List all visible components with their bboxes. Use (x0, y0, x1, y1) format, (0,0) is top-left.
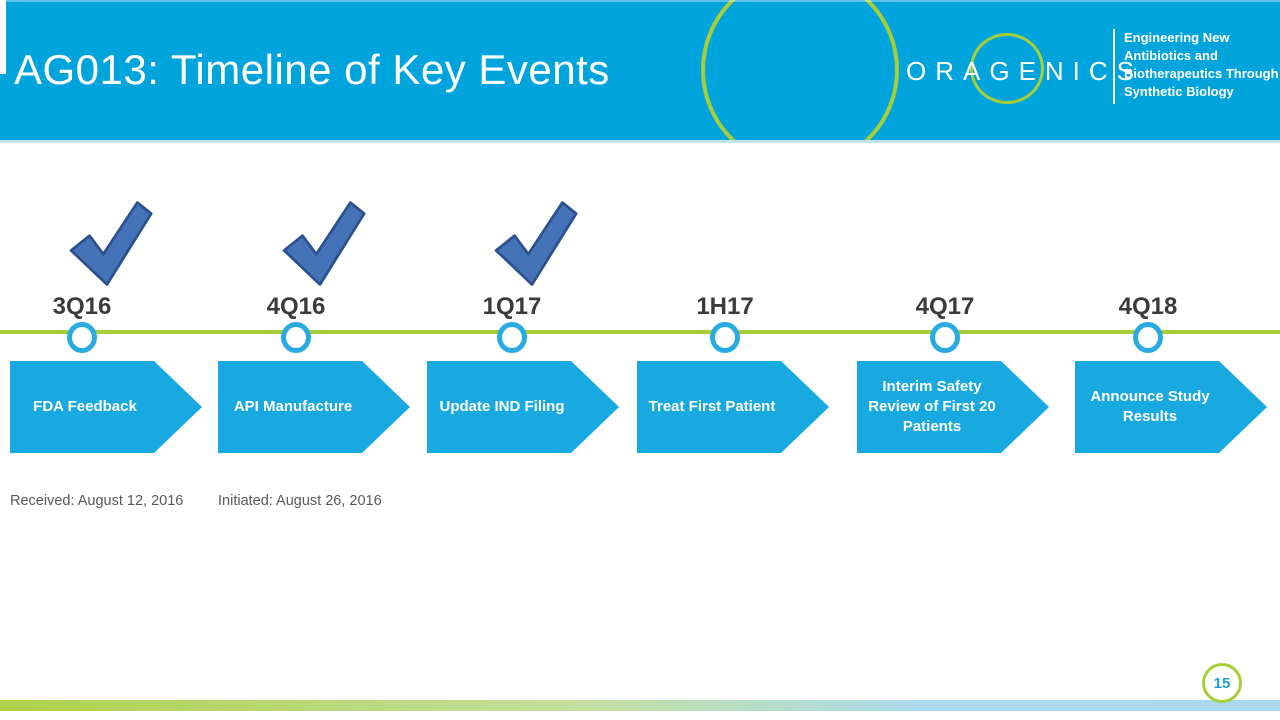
brand-tagline: Engineering New Antibiotics and Biothera… (1124, 29, 1279, 101)
green-arc-decoration (701, 0, 899, 140)
milestone-quarter: 1H17 (696, 293, 754, 320)
timeline-marker (1133, 322, 1163, 353)
tagline-line: Engineering New (1124, 30, 1230, 45)
milestone-quarter: 4Q18 (1118, 293, 1178, 320)
event-arrow: Interim Safety Review of First 20 Patien… (857, 361, 1049, 453)
note-initiated: Initiated: August 26, 2016 (218, 493, 382, 509)
company-logo: ORAGENICS Engineering New Antibiotics an… (900, 0, 1280, 140)
logo-divider (1113, 29, 1115, 104)
milestone-quarter: 4Q17 (915, 293, 975, 320)
page-title: AG013: Timeline of Key Events (14, 46, 610, 93)
check-icon (494, 201, 578, 286)
check-icon (69, 201, 153, 286)
timeline-marker (930, 322, 960, 353)
tagline-line: Synthetic Biology (1124, 84, 1234, 99)
milestone-quarter: 4Q16 (266, 293, 326, 320)
footer-gradient-bar (0, 700, 1280, 711)
event-arrow: Treat First Patient (637, 361, 829, 453)
timeline-marker (281, 322, 311, 353)
page-number: 15 (1213, 674, 1231, 692)
page-number-badge: 15 (1202, 663, 1242, 703)
header-top-highlight (0, 0, 1280, 2)
event-label: Treat First Patient (648, 397, 776, 415)
event-label: Update IND Filing (439, 397, 565, 415)
event-arrow: API Manufacture (218, 361, 410, 453)
check-icon (282, 201, 366, 286)
timeline-marker (67, 322, 97, 353)
milestone-quarter: 3Q16 (52, 293, 112, 320)
event-label: API Manufacture (233, 397, 353, 415)
tagline-line: Biotherapeutics Through (1124, 66, 1279, 81)
header-band: AG013: Timeline of Key Events ORAGENICS … (0, 0, 1280, 143)
note-received: Received: August 12, 2016 (10, 493, 184, 509)
event-label: Announce Study Results (1090, 387, 1210, 425)
milestone-quarter: 1Q17 (482, 293, 542, 320)
event-label: Interim Safety Review of First 20 Patien… (868, 377, 996, 436)
timeline-marker (497, 322, 527, 353)
event-label: FDA Feedback (33, 397, 137, 415)
timeline-line (0, 330, 1280, 334)
event-arrow: FDA Feedback (10, 361, 202, 453)
corner-notch (0, 0, 6, 74)
brand-name: ORAGENICS (906, 56, 1144, 86)
event-arrow: Announce Study Results (1075, 361, 1267, 453)
tagline-line: Antibiotics and (1124, 48, 1218, 63)
logo-circle-icon (970, 33, 1044, 104)
timeline-marker (710, 322, 740, 353)
event-arrow: Update IND Filing (427, 361, 619, 453)
